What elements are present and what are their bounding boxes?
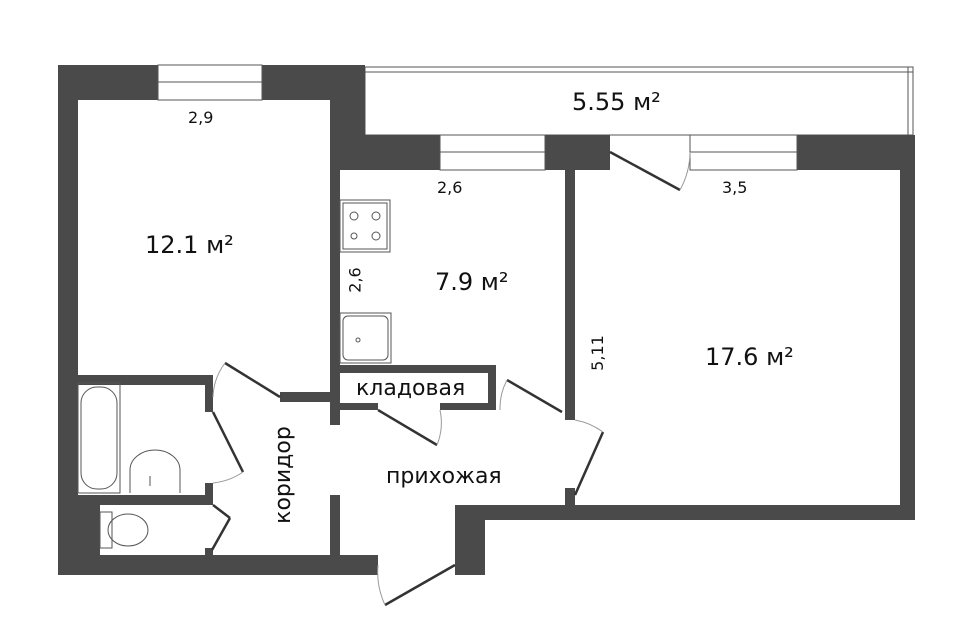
bathtub-icon [77, 382, 121, 494]
hallway-label: прихожая [386, 464, 502, 489]
walls [58, 65, 915, 575]
balcony-area: 5.55 м² [572, 88, 661, 116]
kitchen-depth-dim: 2,6 [345, 267, 365, 293]
living-room-depth-dim: 5,11 [587, 335, 607, 371]
doors [210, 150, 691, 607]
living-room-area: 17.6 м² [705, 343, 794, 371]
storage-label: кладовая [356, 376, 466, 401]
living-room-width-dim: 3,5 [722, 178, 748, 197]
kitchen-sink-icon [339, 312, 392, 364]
corridor-label: коридор [270, 426, 296, 524]
bedroom-width-dim: 2,9 [188, 108, 214, 127]
kitchen-area: 7.9 м² [435, 268, 509, 296]
toilet-icon [99, 511, 149, 549]
bedroom-area: 12.1 м² [145, 231, 234, 259]
windows [157, 64, 798, 171]
washbasin-icon [129, 449, 181, 493]
kitchen-width-dim: 2,6 [437, 178, 463, 197]
stove-icon [339, 199, 391, 253]
